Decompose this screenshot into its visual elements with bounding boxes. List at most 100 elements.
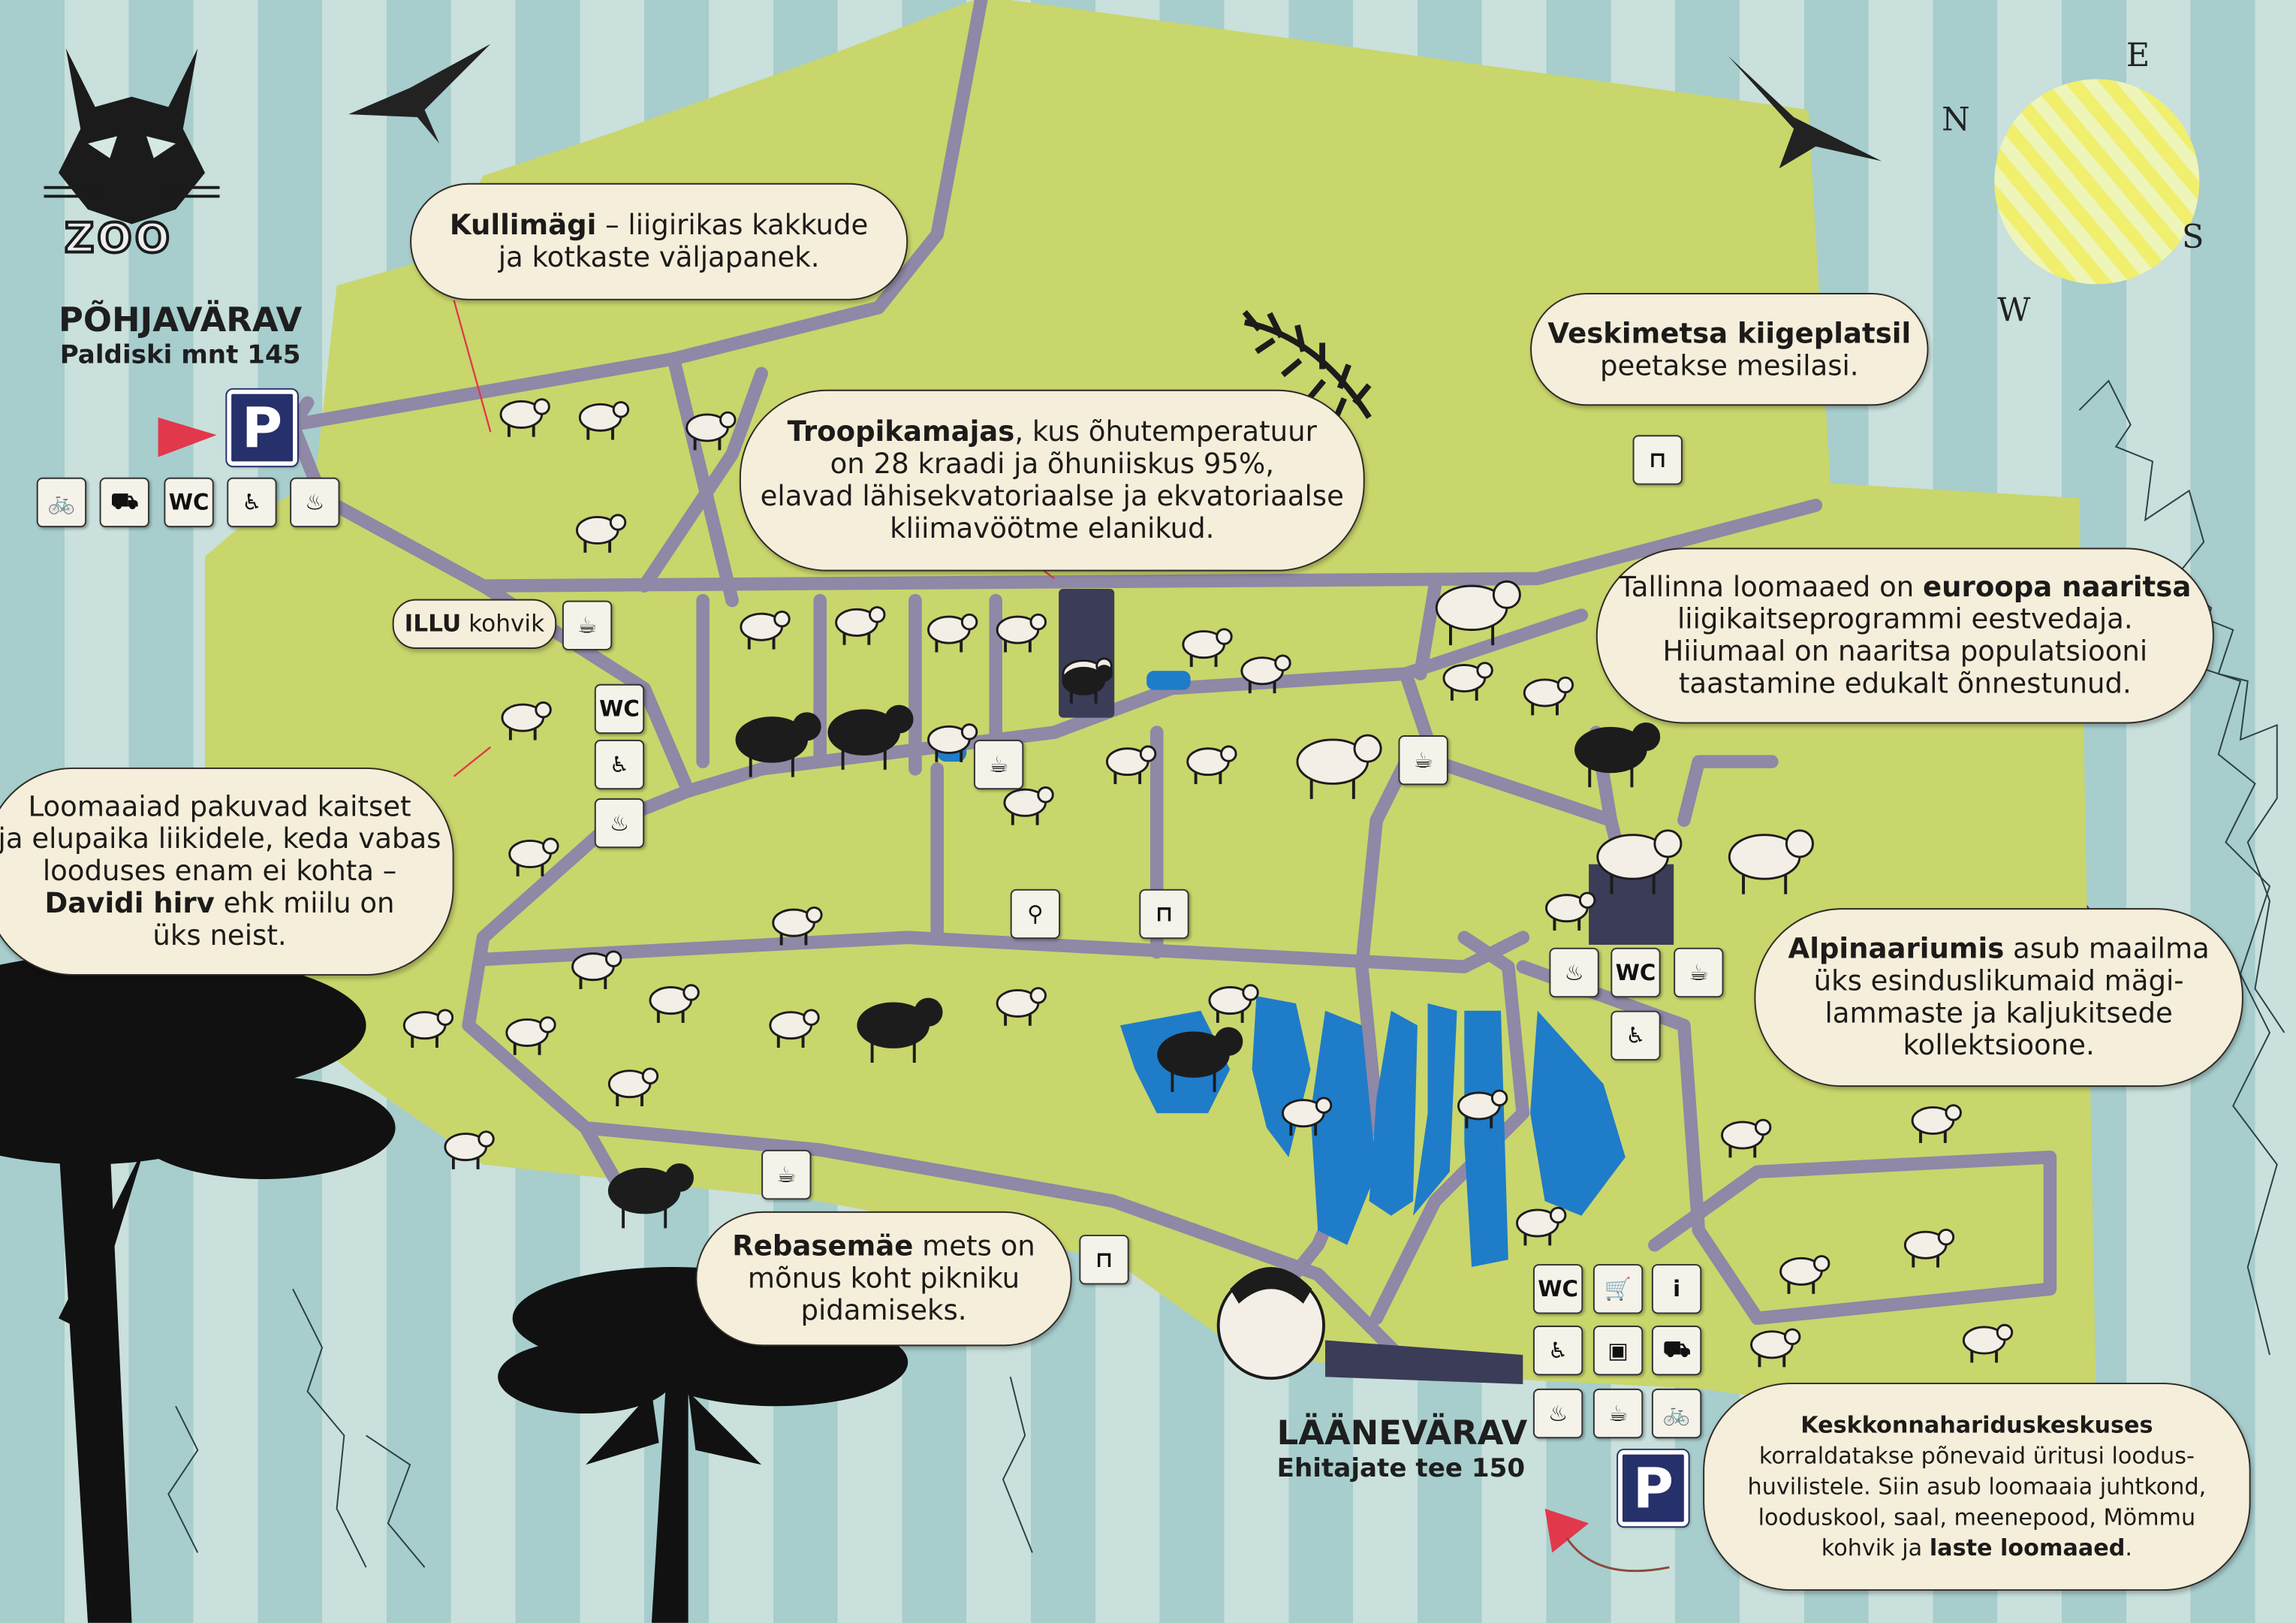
swan-icon (1208, 984, 1259, 1023)
duck-icon (1721, 1118, 1772, 1158)
callout-highlight: Alpinaariumis (1788, 933, 2005, 966)
palm-leaf-decoration (1242, 309, 1372, 421)
walking-paths (286, 0, 2057, 1369)
hyena-icon (1003, 786, 1054, 825)
wc-icon: WC (1611, 947, 1661, 998)
callout-highlight: Veskimetsa kiigeplatsil (1547, 317, 1912, 350)
horse-icon (996, 987, 1047, 1026)
callout-text: elavad lähisekvatoriaalse ja ekvatoriaal… (760, 480, 1344, 513)
wild-ass-icon (769, 1009, 820, 1048)
coffee-icon: ☕ (1398, 735, 1448, 786)
playground-icon: ⚲ (1010, 888, 1061, 940)
wc-icon: WC (164, 477, 214, 528)
callout-text: mõnus koht pikniku (747, 1263, 1020, 1296)
callout-text: ehk miilu on (214, 887, 395, 920)
callout-text: – liigirikas kakkude (596, 209, 869, 242)
callout-text: looduses enam ei kohta – (42, 855, 397, 888)
pelican-icon (1282, 1097, 1333, 1136)
callout-text: pidamiseks. (800, 1295, 967, 1327)
west-gate-arrow-icon (1544, 1508, 1589, 1553)
swan-icon (1457, 1089, 1508, 1129)
callout-text: Hiiumaal on naaritsa populatsiooni (1662, 635, 2148, 668)
callout-line: taastamine edukalt õnnestunud. (1679, 668, 2132, 700)
locker-icon: ▣ (1592, 1326, 1644, 1376)
picnic-icon: ⊓ (1632, 435, 1683, 485)
snow-leopard-icon (1903, 1229, 1955, 1268)
tiger-icon (1442, 662, 1493, 701)
callout-line: Tallinna loomaaed on euroopa naaritsa (1619, 572, 2191, 604)
callout-line: üks esinduslikumaid mägi- (1814, 965, 2184, 997)
callout-text: on 28 kraadi ja õhuniiskus 95%, (830, 448, 1275, 481)
callout-text: taastamine edukalt õnnestunud. (1678, 668, 2132, 701)
polar-bear-icon (1435, 580, 1521, 646)
accessible-wc-icon: ♿ (594, 739, 645, 790)
red-deer-icon (505, 1016, 556, 1055)
bison-icon (1157, 1027, 1243, 1092)
gate-title: PÕHJAVÄRAV (59, 301, 303, 340)
antelope-icon (501, 701, 552, 741)
stroller-rental-icon: ⛟ (99, 477, 149, 528)
callout-line: liigikaitseprogrammi eestvedaja. (1677, 604, 2133, 636)
crane-icon (649, 984, 700, 1023)
callout-line: Kullimägi – liigirikas kakkude (450, 210, 868, 242)
baby-changing-icon: ♨ (1549, 947, 1599, 998)
picnic-icon: ⊓ (1139, 888, 1189, 940)
elephant-icon (1728, 829, 1814, 894)
coffee-icon: ☕ (1674, 947, 1724, 998)
callout-highlight: Kullimägi (449, 209, 597, 242)
callout-line: kliimavöötme elanikud. (890, 513, 1214, 545)
callout-text: üks esinduslikumaid mägi- (1813, 965, 2184, 998)
boar-icon (740, 610, 791, 650)
bison-icon (735, 712, 821, 777)
callout-highlight: Davidi hirv (44, 887, 215, 920)
callout-text: mets on (913, 1230, 1035, 1263)
hyena-icon (607, 1067, 659, 1107)
callout-highlight: Keskkonnahariduskeskuses (1800, 1411, 2153, 1438)
shop-cart-icon: 🛒 (1592, 1264, 1644, 1314)
callout-text: kollektsioone. (1903, 1030, 2095, 1062)
compass-east: E (2126, 38, 2150, 75)
picnic-icon: ⊓ (1079, 1235, 1129, 1285)
callout-highlight: Rebasemäe (732, 1230, 914, 1263)
heron-icon (1182, 628, 1233, 667)
accessible-wc-icon: ♿ (1611, 1010, 1661, 1061)
callout-line: Veskimetsa kiigeplatsil (1547, 317, 1911, 349)
mommu-mascot-icon (1216, 1267, 1326, 1380)
gate-address: Paldiski mnt 145 (59, 341, 301, 371)
guanaco-icon (1186, 745, 1237, 784)
callout-line: elavad lähisekvatoriaalse ja ekvatoriaal… (761, 481, 1344, 513)
pheasant-icon (508, 837, 559, 876)
callout-line: Hiiumaal on naaritsa populatsiooni (1663, 635, 2148, 668)
otter-icon (927, 723, 978, 762)
callout-text: ja kotkaste väljapanek. (498, 241, 820, 274)
ostrich-icon (1105, 745, 1157, 784)
west-gate-label: LÄÄNEVÄRAV Ehitajate tee 150 (1277, 1415, 1528, 1486)
baby-changing-icon: ♨ (290, 477, 340, 528)
yak-icon (827, 704, 914, 770)
duck-icon (1516, 1206, 1567, 1246)
hippo-icon (1545, 891, 1596, 931)
callout-line: ILLU kohvik (405, 608, 545, 640)
compass-sun-icon (1994, 79, 2200, 285)
callout-text: asub maailma (2004, 933, 2210, 966)
accessible-wc-icon: ♿ (227, 477, 277, 528)
bike-parking-icon: 🚲 (1651, 1388, 1702, 1439)
north-parking-icon: P (225, 388, 299, 468)
baby-changing-icon: ♨ (1532, 1388, 1583, 1439)
callout-line: üks neist. (152, 920, 286, 952)
crane-icon (575, 514, 627, 553)
callout-line: kollektsioone. (1903, 1030, 2095, 1062)
stork-icon (996, 613, 1047, 653)
callout-text: looduskool, saal, meenepood, Mömmu (1758, 1503, 2196, 1531)
compass-west: W (1997, 293, 2031, 330)
ibex-icon (1779, 1255, 1830, 1294)
deer-icon (571, 950, 622, 990)
callout-line: Alpinaariumis asub maailma (1788, 933, 2210, 965)
callout-highlight: euroopa naaritsa (1923, 571, 2192, 604)
